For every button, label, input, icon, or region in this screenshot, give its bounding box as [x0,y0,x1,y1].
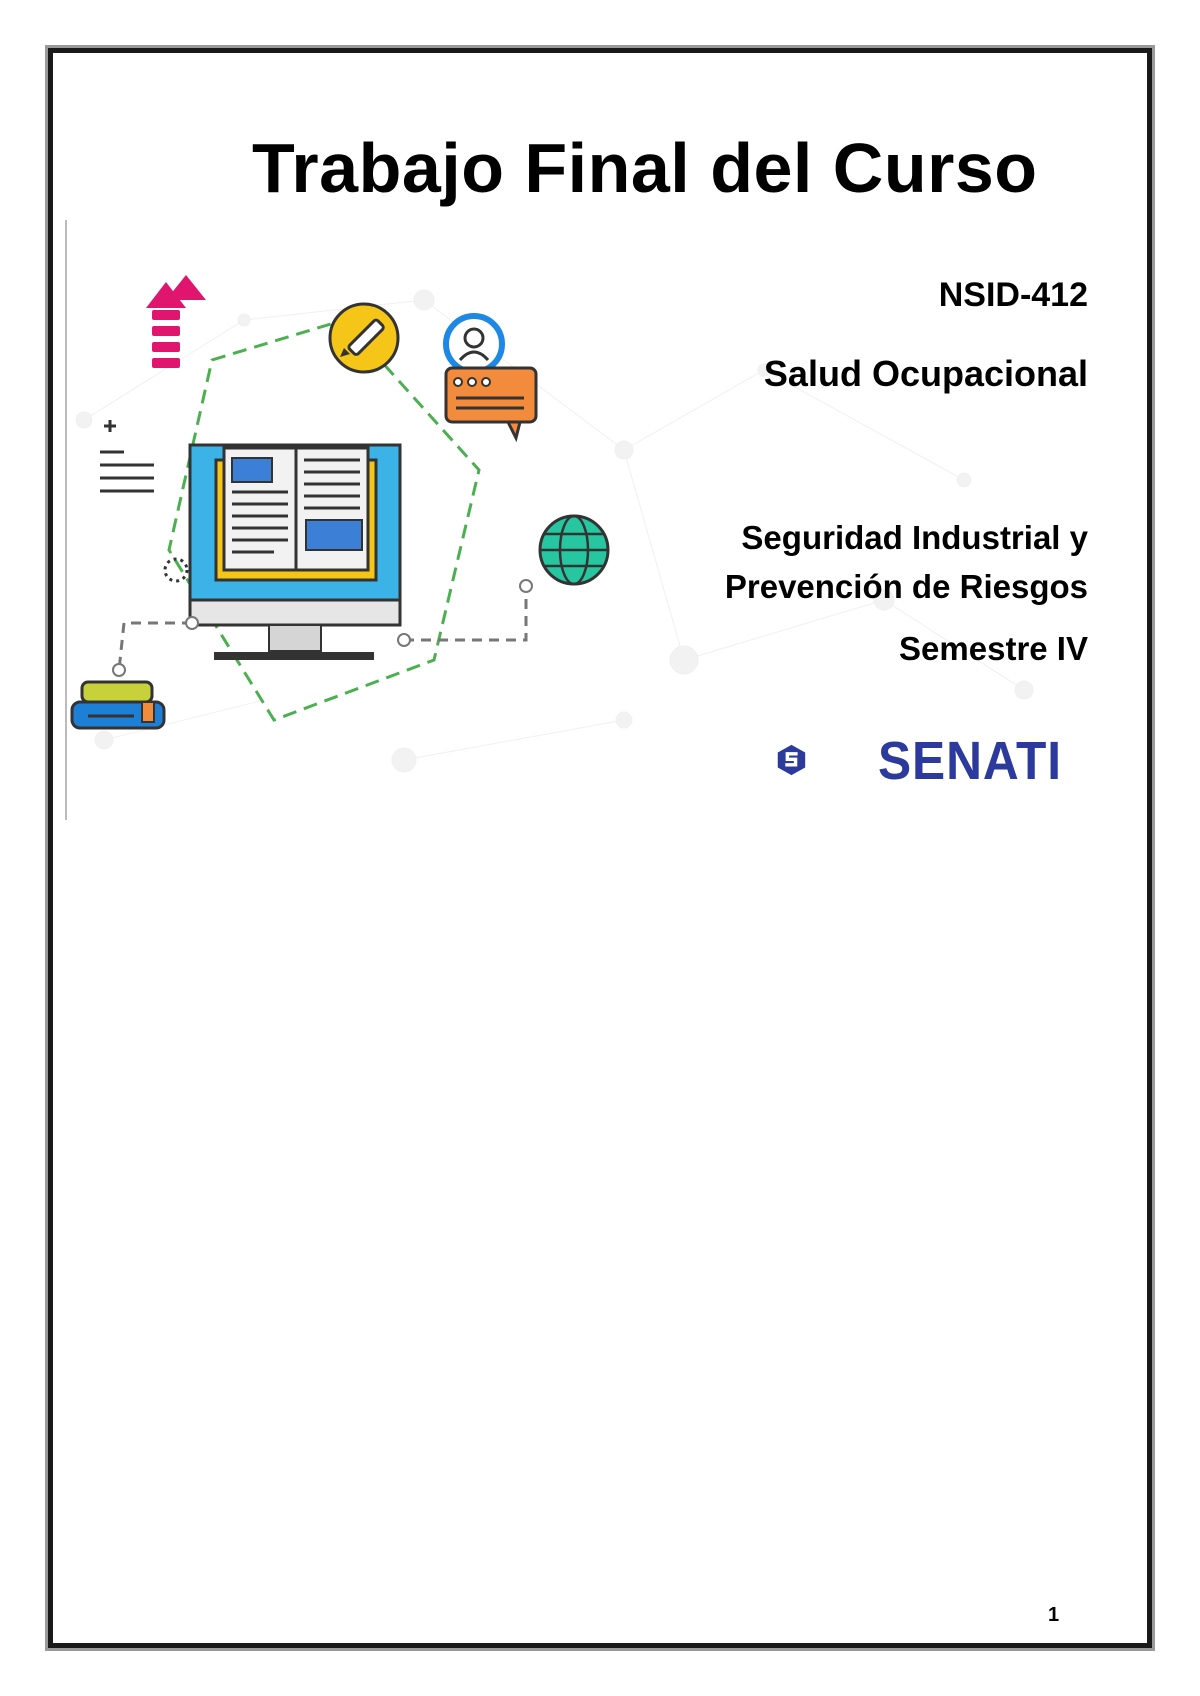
page-number: 1 [1048,1604,1060,1626]
senati-logo-icon [777,744,806,776]
course-name: Salud Ocupacional [763,353,1088,394]
page-frame [48,48,1152,1648]
books-stack-icon [70,680,166,730]
senati-logo-text: SENATI [878,731,1063,791]
network-background [75,289,1034,773]
computer-book-icon [188,443,402,660]
education-illustration [65,220,1034,820]
dotted-circle-icon [163,557,189,583]
course-code: NSID-412 [938,276,1088,314]
career-line-1: Seguridad Industrial y [741,519,1088,556]
upload-arrow-icon [146,275,206,368]
pencil-icon [328,302,400,374]
user-chat-icon [443,313,538,443]
dashed-connectors [117,586,528,671]
career-name: Seguridad Industrial y Prevención de Rie… [725,513,1088,611]
document-title: Trabajo Final del Curso [252,129,1038,207]
career-line-2: Prevención de Riesgos [724,568,1088,605]
semester: Semestre IV [899,630,1088,667]
text-lines-icon [100,420,154,493]
globe-icon [538,514,610,586]
